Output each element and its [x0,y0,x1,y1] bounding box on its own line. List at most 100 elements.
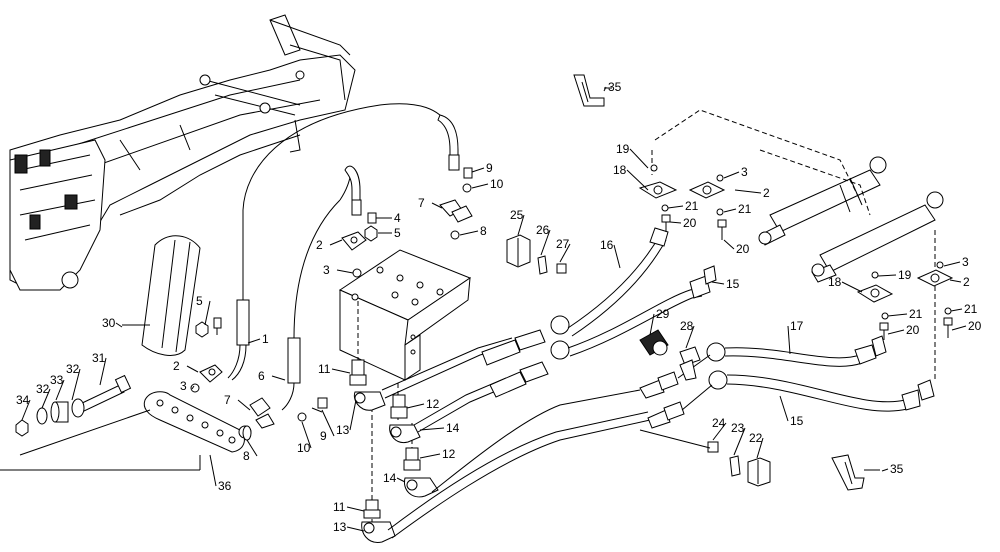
callout-leader-c10b [471,183,489,189]
hose-1 [227,103,449,381]
clamp-2-left [199,364,223,383]
callout-leader-c17 [787,325,791,355]
callout-leader-c14a [419,427,445,431]
callout-c16: 16 [600,238,614,252]
callout-c12a: 12 [426,397,440,411]
callout-leader-c9b [471,167,485,173]
callout-leader-c3d [943,261,961,267]
callout-c19b: 19 [898,268,912,282]
part-26-plate [537,255,548,275]
flange-18-lower-right [916,269,954,287]
callout-c21a: 21 [685,199,699,213]
callout-leader-c23 [733,427,746,456]
callout-c13b: 13 [333,520,347,534]
part-33-spacer [50,401,69,423]
washer-21-b [716,208,724,216]
callout-c8a: 8 [243,449,250,463]
callout-leader-c16 [613,244,621,269]
callout-leader-c13a [349,399,357,431]
callout-c9b: 9 [486,161,493,175]
bolt-9-left [311,397,328,413]
callout-c33: 33 [50,373,64,387]
flange-18-top-right [688,181,726,199]
callout-c17: 17 [790,319,804,333]
hose-17 [706,335,887,367]
part-29-pressure-switch [639,329,669,356]
fitting-12-lower [403,447,421,471]
callout-c27: 27 [556,237,570,251]
callout-c2c: 2 [763,186,770,200]
bolt-4-center [367,212,377,224]
flange-18-lower-left [856,284,894,303]
callout-leader-c19b [877,274,897,277]
callout-leader-c15a [711,281,725,285]
callout-leader-c36 [209,454,217,487]
callout-leader-c13b [346,526,365,532]
washer-3-lower-right [936,261,944,269]
callout-leader-c6 [271,375,286,381]
callout-c21c: 21 [909,307,923,321]
valve-block [338,249,472,381]
washer-19-top [650,164,658,172]
callout-leader-c21d [950,308,963,312]
hose-top-left [344,165,362,216]
callout-c3b: 3 [323,263,330,277]
nut-10-center [462,183,472,193]
callout-leader-c28 [685,325,695,349]
bolt-5-left [213,317,222,335]
callout-c32a: 32 [66,362,80,376]
washer-21-d [944,307,952,315]
callout-leader-c7b [431,202,443,209]
callout-c20d: 20 [968,319,982,333]
fitting-13-lower [361,521,396,543]
hose-6 [281,169,353,411]
washer-3-top-right [716,174,724,182]
fitting-13-upper [353,391,386,411]
callout-c15b: 15 [790,414,804,428]
callout-leader-c21b [723,208,737,213]
part-35-sleeve-top [573,74,612,107]
callout-leader-c18b [841,281,863,293]
clamp-7-left [249,397,275,429]
callout-c20c: 20 [906,323,920,337]
callout-c14b: 14 [383,471,397,485]
cylinder-upper [758,156,887,246]
callout-c19a: 19 [616,142,630,156]
callout-leader-c27 [559,243,571,263]
callout-leader-c5a [204,300,211,326]
callout-c21d: 21 [964,302,978,316]
nut-5-center [364,225,378,242]
callout-leader-c3c [723,171,740,179]
hose-15-lower [708,370,935,412]
washer-8-center [450,230,460,240]
callout-c30: 30 [102,316,116,330]
callout-c22: 22 [749,431,763,445]
cylinder-lower [811,191,944,283]
fitting-14-lower [403,477,439,498]
callout-c1: 1 [262,332,269,346]
hose-top-right [437,114,460,171]
callout-c8b: 8 [480,224,487,238]
callout-leader-c25 [517,214,525,236]
callout-c3d: 3 [962,255,969,269]
callout-c35b: 35 [890,462,904,476]
callout-c3c: 3 [741,165,748,179]
callout-c32b: 32 [36,382,50,396]
bolt-20-c [879,322,889,340]
fitting-11-upper [349,359,367,386]
clamp-7-center [439,199,473,223]
callout-leader-c21a [667,205,684,209]
callout-c15a: 15 [726,277,740,291]
callout-c2b: 2 [316,238,323,252]
part-24-bolt [639,429,719,453]
callout-c4: 4 [394,211,401,225]
callout-c7a: 7 [224,393,231,407]
callout-leader-c11b [346,506,365,512]
callout-leader-c22 [756,437,764,459]
callout-c18a: 18 [613,163,627,177]
callout-leader-c30 [115,322,123,328]
part-35-sleeve-bottom [831,454,880,491]
callout-leader-c14b [396,477,406,483]
part-30-hose-sleeve [122,235,201,356]
part-25-clamp-block [506,234,531,268]
